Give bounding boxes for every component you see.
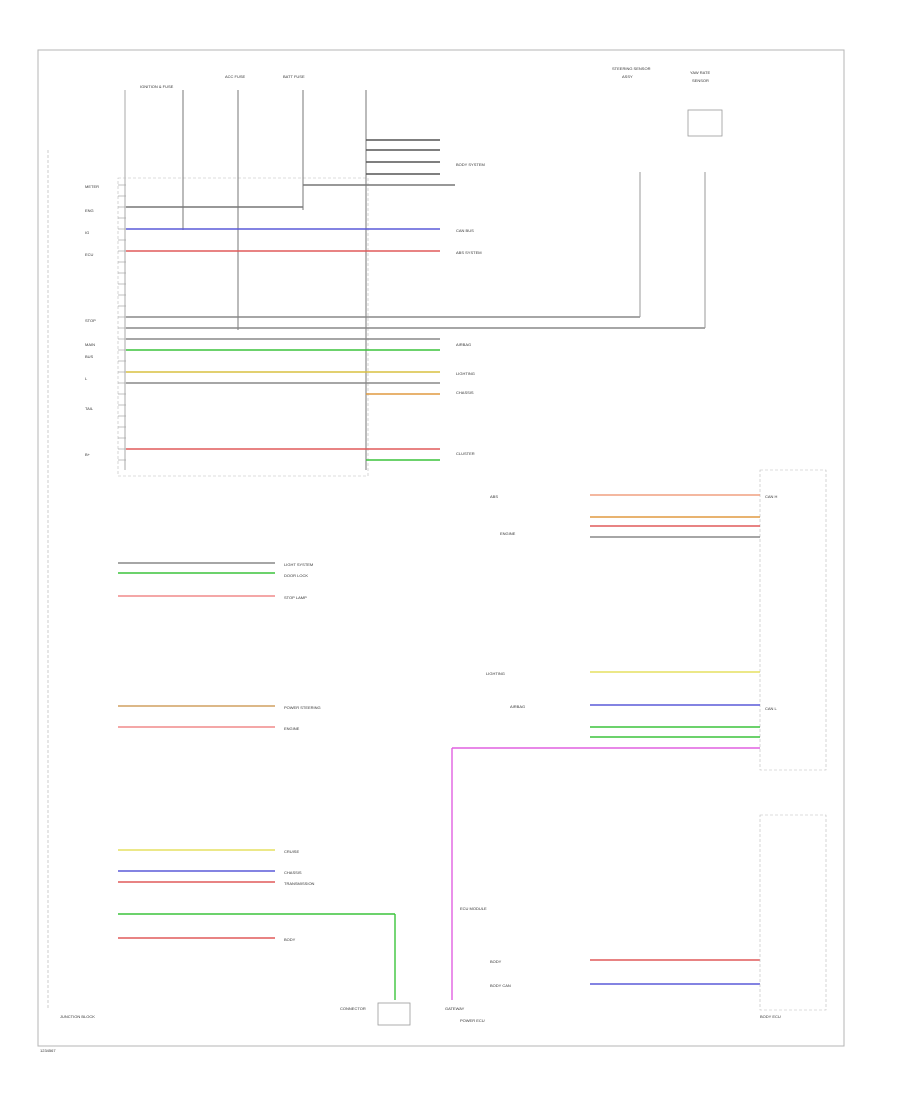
sensor-yaw: YAW RATE SENSOR xyxy=(687,70,723,137)
sensor-yaw-label-2: SENSOR xyxy=(692,78,709,83)
left-label-7: BUS xyxy=(85,354,94,359)
sensor-steering-label-1: STEERING SENSOR xyxy=(612,66,651,71)
top-feed-lines xyxy=(124,90,367,470)
right-label-5: CAN H xyxy=(765,494,778,499)
dest-label-5: LIGHTING xyxy=(456,371,475,376)
left-low-label-2: ENGINE xyxy=(284,726,300,731)
connector-block-right xyxy=(759,469,827,771)
dest-label-1: BODY SYSTEM xyxy=(456,162,485,167)
pin-ticks-top xyxy=(118,184,126,461)
top-label-3: BATT FUSE xyxy=(283,74,305,79)
left-label-10: B+ xyxy=(85,452,91,457)
top-label-2: ACC FUSE xyxy=(225,74,246,79)
dest-label-2: CAN BUS xyxy=(456,228,474,233)
junction-box xyxy=(377,1002,411,1026)
right-labels: ABS ENGINE LIGHTING AIRBAG CAN H CAN L B… xyxy=(486,494,778,988)
left-mid-labels: LIGHT SYSTEM DOOR LOCK STOP LAMP xyxy=(284,562,313,600)
right-label-6: CAN L xyxy=(765,706,778,711)
sensor-yaw-label-1: YAW RATE xyxy=(690,70,710,75)
wires-left-low xyxy=(118,705,396,1000)
left-low-label-5: TRANSMISSION xyxy=(284,881,315,886)
bottom-label-1: JUNCTION BLOCK xyxy=(60,1014,95,1019)
dest-label-6: CHASSIS xyxy=(456,390,474,395)
right-label-4: AIRBAG xyxy=(510,704,525,709)
left-labels-top: METER ENG IG ECU STOP MAIN BUS L TAIL B+ xyxy=(85,184,99,457)
left-low-label-3: CRUISE xyxy=(284,849,299,854)
top-labels: IGNITION & FUSE ACC FUSE BATT FUSE xyxy=(140,74,305,89)
left-low-label-4: CHASSIS xyxy=(284,870,302,875)
left-label-8: L xyxy=(85,376,88,381)
left-label-4: ECU xyxy=(85,252,94,257)
left-low-label-6: BODY xyxy=(284,937,296,942)
bottom-label-6: POWER ECU xyxy=(460,1018,485,1023)
bottom-label-2: CONNECTOR xyxy=(340,1006,366,1011)
bottom-label-3: ECU MODULE xyxy=(460,906,487,911)
wires-left-mid xyxy=(118,562,275,597)
dest-label-3: ABS SYSTEM xyxy=(456,250,482,255)
mid-right-labels: BODY SYSTEM CAN BUS ABS SYSTEM AIRBAG LI… xyxy=(456,162,485,456)
dest-label-7: CLUSTER xyxy=(456,451,475,456)
right-label-7: BODY xyxy=(490,959,502,964)
connector-block-right-low xyxy=(759,814,827,1011)
sensor-yaw-box xyxy=(687,109,723,137)
dest-label-4: AIRBAG xyxy=(456,342,471,347)
connector-block-top xyxy=(117,177,369,477)
sensor-leads xyxy=(639,172,706,328)
bottom-label-5: BODY ECU xyxy=(760,1014,781,1019)
left-mid-label-3: STOP LAMP xyxy=(284,595,307,600)
left-low-label-1: POWER STEERING xyxy=(284,705,321,710)
left-label-9: TAIL xyxy=(85,406,94,411)
wires-top xyxy=(126,139,705,461)
right-label-8: BODY CAN xyxy=(490,983,511,988)
left-mid-label-2: DOOR LOCK xyxy=(284,573,308,578)
right-label-3: LIGHTING xyxy=(486,671,505,676)
left-label-5: STOP xyxy=(85,318,96,323)
left-label-2: ENG xyxy=(85,208,94,213)
left-label-6: MAIN xyxy=(85,342,95,347)
right-label-2: ENGINE xyxy=(500,531,516,536)
bottom-label-4: GATEWAY xyxy=(445,1006,465,1011)
bottom-modules: JUNCTION BLOCK CONNECTOR ECU MODULE GATE… xyxy=(60,906,781,1026)
left-mid-label-1: LIGHT SYSTEM xyxy=(284,562,313,567)
right-label-1: ABS xyxy=(490,494,498,499)
left-label-3: IG xyxy=(85,230,89,235)
sensor-steering: STEERING SENSOR ASSY xyxy=(612,66,651,79)
sensor-steering-label-2: ASSY xyxy=(622,74,633,79)
footer-code: 1234567 xyxy=(40,1048,56,1053)
top-label-1: IGNITION & FUSE xyxy=(140,84,174,89)
left-label-1: METER xyxy=(85,184,99,189)
left-low-labels: POWER STEERING ENGINE CRUISE CHASSIS TRA… xyxy=(284,705,321,942)
diagram-frame xyxy=(37,49,845,1047)
wires-right xyxy=(451,494,760,1000)
